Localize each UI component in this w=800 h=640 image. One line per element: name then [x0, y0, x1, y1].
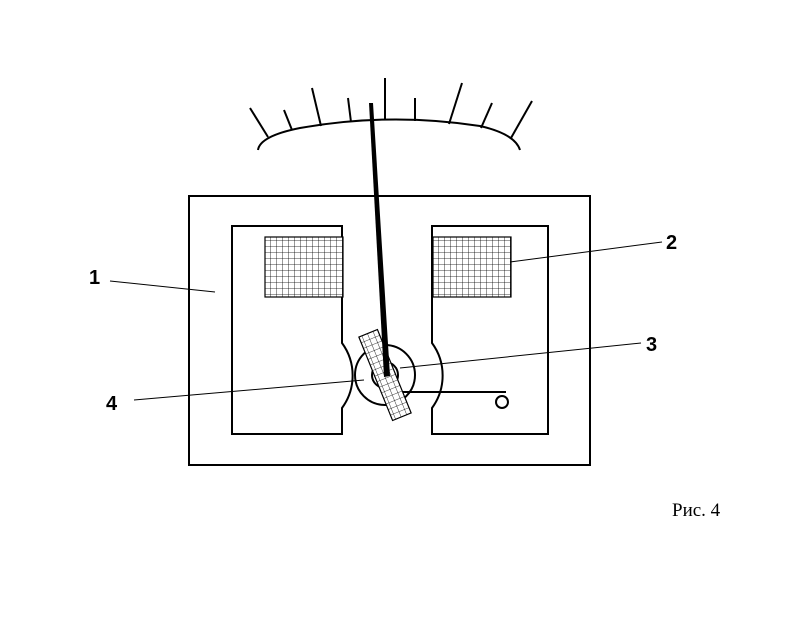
- magnet-core: [231, 225, 354, 435]
- leader-lines: [109, 241, 663, 401]
- leader-2: [509, 241, 663, 263]
- leader-4: [133, 379, 365, 401]
- scale-arc: [257, 118, 521, 151]
- spring-bar: [395, 391, 509, 409]
- leader-3: [399, 342, 642, 369]
- label-4: 4: [106, 393, 118, 415]
- figure-caption: Рис. 4: [672, 500, 721, 521]
- coil-left: [264, 236, 344, 298]
- label-1: 1: [89, 267, 100, 289]
- scale: [249, 78, 533, 151]
- leader-1: [109, 280, 216, 293]
- label-2: 2: [666, 232, 677, 254]
- scale-ticks: [249, 78, 533, 139]
- label-3: 3: [646, 334, 657, 356]
- magnet-core-right: [431, 225, 549, 435]
- coil-right: [432, 236, 512, 298]
- pointer-needle: [369, 103, 390, 377]
- outer-frame: [188, 195, 591, 466]
